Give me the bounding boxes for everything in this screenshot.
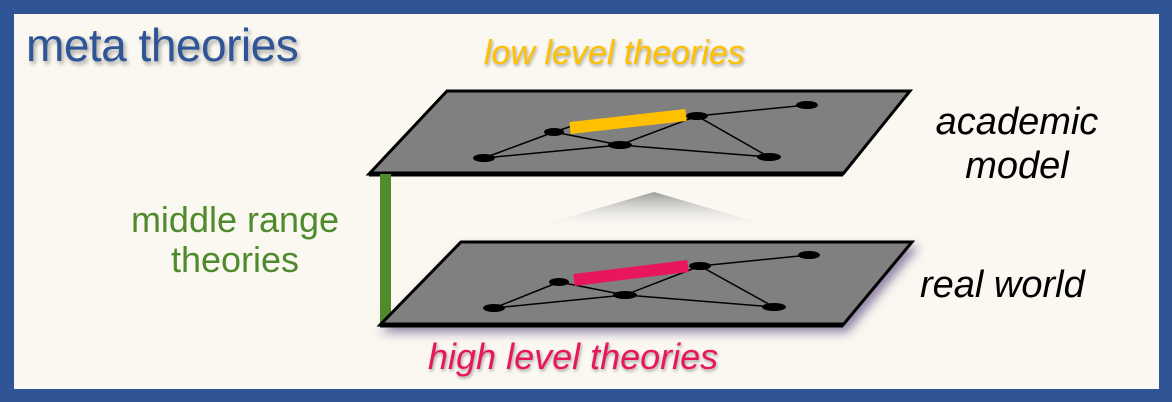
middle-range-bar — [380, 174, 391, 325]
real-world-network-edges — [493, 254, 810, 309]
real-world-plane — [376, 240, 916, 328]
low-level-theory-bar — [569, 109, 687, 134]
academic-model-label: academic model — [912, 100, 1122, 188]
abstraction-pyramid — [524, 192, 784, 230]
theory-diagram — [365, 89, 916, 328]
slide-title: meta theories — [26, 19, 299, 71]
middle-range-label-line1: middle range — [130, 199, 340, 240]
real-world-label: real world — [920, 264, 1085, 306]
academic-model-plane — [365, 89, 914, 177]
academic-model-label-line2: model — [965, 145, 1069, 187]
academic-model-label-line1: academic — [935, 101, 1099, 143]
real-world-network-nodes — [483, 251, 820, 312]
academic-network-nodes — [473, 101, 818, 162]
low-level-theories-label: low level theories — [484, 34, 745, 72]
middle-range-theories-label: middle range theories — [100, 200, 370, 280]
high-level-theory-bar — [573, 260, 689, 286]
high-level-theories-label: high level theories — [428, 336, 719, 377]
middle-range-label-line2: theories — [170, 239, 300, 280]
slide: meta theories low level theories high le… — [14, 14, 1159, 389]
